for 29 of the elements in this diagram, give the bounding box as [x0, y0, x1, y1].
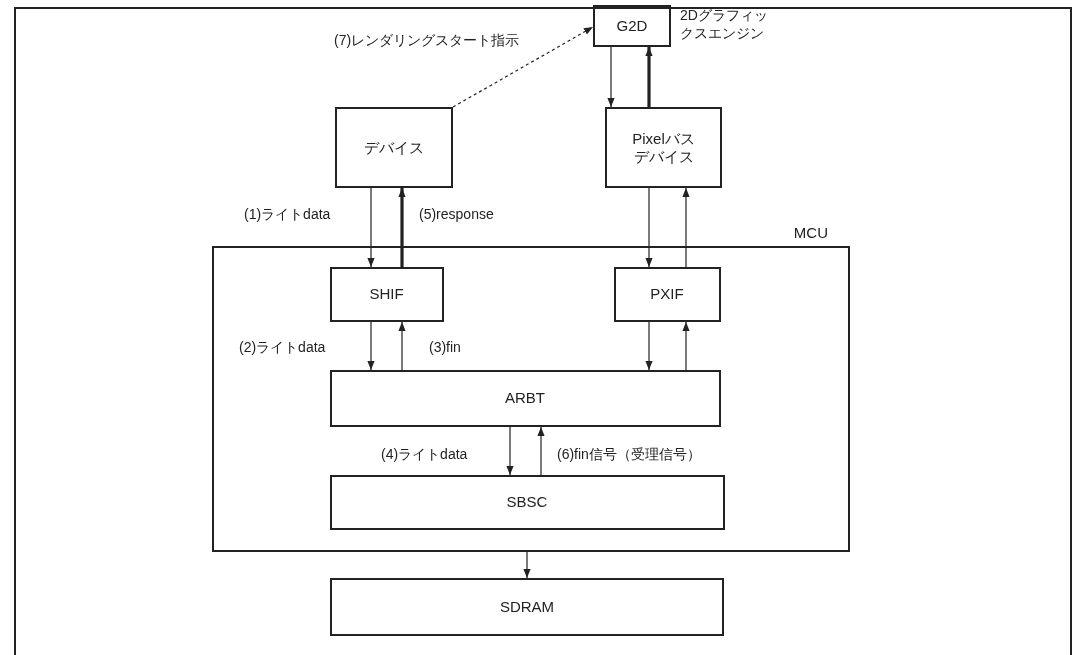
block-box: G2D: [593, 5, 671, 47]
block-box: デバイス: [335, 107, 453, 188]
block-box: ARBT: [329, 369, 721, 427]
arrow: [607, 46, 615, 108]
arrow: [398, 321, 406, 371]
chip-label: MCU: [793, 224, 828, 242]
arrow: [523, 551, 531, 579]
arrow: [682, 321, 690, 371]
edge-label: (3)fin: [428, 339, 462, 355]
edge-label: (7)レンダリングスタート指示: [333, 32, 521, 50]
arrow: [367, 187, 375, 268]
arrow: [645, 47, 653, 107]
arrow: [645, 187, 653, 268]
arrow: [398, 188, 406, 267]
edge-label: (4)ライトdata: [380, 446, 469, 464]
block-box: Pixelバスデバイス: [605, 107, 722, 188]
arrow: [367, 321, 375, 371]
block-box: SBSC: [329, 474, 725, 530]
arrow: [537, 426, 545, 476]
edge-label: (1)ライトdata: [243, 206, 332, 224]
arrow: [452, 26, 594, 108]
block-box: PXIF: [613, 266, 721, 322]
arrow: [645, 321, 653, 371]
edge-label: (2)ライトdata: [238, 339, 327, 357]
edge-label: (5)response: [418, 206, 495, 222]
arrow: [506, 426, 514, 476]
arrow: [682, 187, 690, 268]
block-box: SDRAM: [330, 578, 724, 636]
block-box: SHIF: [329, 266, 444, 322]
